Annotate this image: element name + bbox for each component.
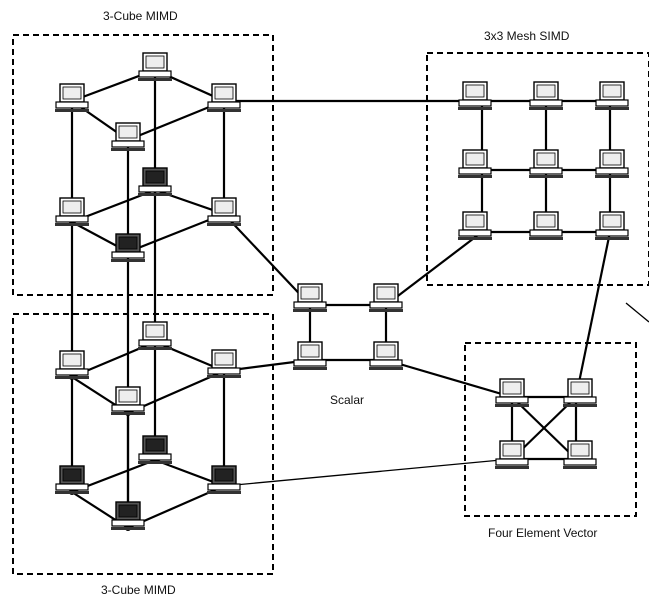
group-box-cube-top <box>12 34 274 296</box>
desktop-computer-icon <box>206 83 242 113</box>
group-label-cube-top: 3-Cube MIMD <box>103 9 178 23</box>
desktop-computer-icon <box>562 440 598 470</box>
desktop-computer-icon <box>594 211 630 241</box>
desktop-computer-icon <box>494 440 530 470</box>
desktop-computer-icon <box>528 81 564 111</box>
desktop-computer-icon <box>206 197 242 227</box>
desktop-computer-icon <box>206 349 242 379</box>
scalar-label: Scalar <box>330 393 364 407</box>
desktop-computer-icon <box>54 350 90 380</box>
desktop-computer-icon <box>457 81 493 111</box>
nodes-cube-top <box>54 52 242 263</box>
desktop-computer-icon <box>206 465 242 495</box>
group-label-vector: Four Element Vector <box>488 526 597 540</box>
desktop-computer-icon <box>494 378 530 408</box>
desktop-computer-icon <box>528 211 564 241</box>
desktop-computer-icon <box>457 149 493 179</box>
desktop-computer-icon <box>54 465 90 495</box>
group-label-cube-bottom: 3-Cube MIMD <box>101 583 176 597</box>
desktop-computer-icon <box>137 167 173 197</box>
desktop-computer-icon <box>292 341 328 371</box>
desktop-computer-icon <box>54 83 90 113</box>
desktop-computer-icon <box>137 435 173 465</box>
group-box-mesh <box>426 52 649 286</box>
group-box-cube-bottom <box>12 313 274 575</box>
group-box-vector <box>464 342 637 517</box>
desktop-computer-icon <box>528 149 564 179</box>
desktop-computer-icon <box>110 122 146 152</box>
desktop-computer-icon <box>457 211 493 241</box>
desktop-computer-icon <box>368 341 404 371</box>
desktop-computer-icon <box>594 149 630 179</box>
desktop-computer-icon <box>368 283 404 313</box>
desktop-computer-icon <box>292 283 328 313</box>
desktop-computer-icon <box>594 81 630 111</box>
desktop-computer-icon <box>110 386 146 416</box>
desktop-computer-icon <box>562 378 598 408</box>
nodes-vector <box>494 378 598 470</box>
desktop-computer-icon <box>110 233 146 263</box>
group-label-mesh: 3x3 Mesh SIMD <box>484 29 570 43</box>
desktop-computer-icon <box>137 52 173 82</box>
desktop-computer-icon <box>110 501 146 531</box>
nodes-mesh <box>457 81 630 241</box>
desktop-computer-icon <box>54 197 90 227</box>
desktop-computer-icon <box>137 321 173 351</box>
